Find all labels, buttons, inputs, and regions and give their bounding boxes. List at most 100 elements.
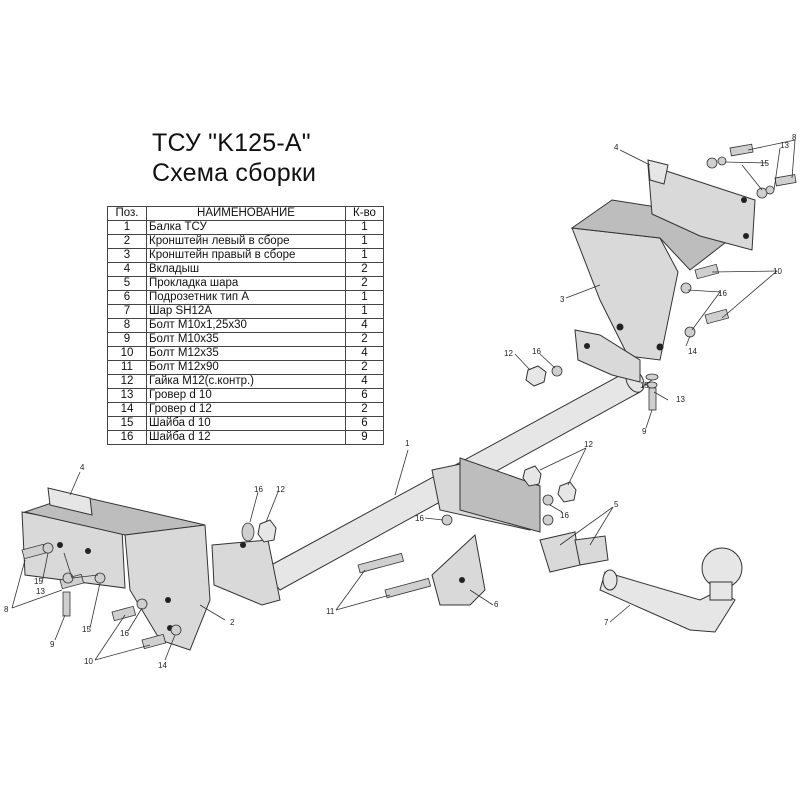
callout-label: 9 (50, 640, 55, 649)
leader-line (724, 161, 769, 164)
leader-line (94, 614, 126, 661)
bolt-icon (704, 308, 730, 325)
bolt-icon (141, 633, 167, 650)
bolt-icon (62, 591, 71, 617)
leader-line (619, 149, 651, 166)
callout-label: 15 (640, 381, 649, 390)
leader-line (424, 517, 444, 521)
title-line-1: ТСУ "K125-A" (152, 129, 311, 157)
washer-icon (62, 572, 74, 584)
part-name: Шайба d 12 (146, 430, 346, 445)
washer-icon (765, 185, 775, 195)
nut-icon (257, 519, 277, 543)
right-bracket-back-plate (647, 164, 756, 251)
callout-label: 2 (230, 618, 235, 627)
leader-line (609, 604, 631, 623)
leader-line (71, 574, 99, 579)
ball-arm (599, 571, 736, 633)
leader-line (11, 559, 26, 609)
leader-line (335, 594, 391, 611)
leader-line (539, 353, 556, 369)
leader-line (69, 471, 81, 496)
left-bracket-hole (165, 597, 171, 603)
leader-line (565, 284, 601, 299)
part-name: Прокладка шара (146, 276, 346, 291)
callout-label: 11 (326, 607, 335, 616)
right-bracket-hole (656, 343, 664, 351)
washer-icon (441, 514, 453, 526)
tow-ball-arm (599, 547, 743, 633)
callout-label: 1 (405, 439, 410, 448)
washer-icon (94, 572, 106, 584)
washer-icon (645, 373, 659, 381)
left-bracket-hole (57, 542, 63, 548)
left-bracket (21, 487, 211, 651)
leader-line (164, 634, 176, 661)
leader-line (41, 552, 49, 584)
drawing-title: ТСУ "K125-A" Схема сборки (152, 128, 316, 188)
callout-labels: 1 2 3 4 4 5 6 7 8 8 9 9 10 10 11 12 12 1… (4, 133, 797, 670)
leader-line (539, 447, 587, 471)
title-line-2: Схема сборки (152, 159, 317, 187)
leader-line (747, 139, 796, 151)
leader-line (687, 289, 721, 293)
beam-hole (240, 542, 246, 548)
callout-label: 7 (604, 618, 609, 627)
bolt-icon (774, 174, 797, 187)
leader-line (791, 139, 796, 179)
callout-label: 13 (676, 395, 685, 404)
bolt-icon (694, 263, 720, 280)
leader-line (721, 270, 778, 319)
right-fasteners (525, 143, 797, 411)
washer-icon (170, 624, 182, 636)
leader-line (199, 604, 226, 621)
parts-table-header: Поз. НАИМЕНОВАНИЕ К-во (107, 206, 384, 221)
callout-label: 12 (276, 485, 285, 494)
left-bracket-hole (85, 548, 91, 554)
long-bolt-icon (357, 552, 405, 574)
ball-arm-end (602, 569, 618, 591)
beam-right-plate (574, 329, 641, 383)
washer-icon (542, 494, 554, 506)
socket-plate (431, 534, 486, 606)
callout-label: 15 (82, 625, 91, 634)
leader-line (249, 491, 259, 523)
leader-line (645, 409, 653, 429)
callout-label: 16 (532, 347, 541, 356)
left-fasteners (21, 519, 277, 650)
leader-line (469, 589, 494, 606)
ball-spacer (574, 535, 609, 566)
callout-label: 13 (36, 587, 45, 596)
washer-icon (706, 157, 718, 169)
ball-spacer (539, 531, 581, 573)
part-quantity: 9 (345, 430, 384, 445)
part-name: Гровер d 12 (146, 402, 346, 417)
callout-label: 16 (254, 485, 263, 494)
part-name: Гровер d 10 (146, 388, 346, 403)
callout-label: 15 (34, 577, 43, 586)
bolt-icon (648, 387, 657, 411)
leader-line (653, 391, 669, 401)
callout-label: 8 (792, 133, 797, 142)
callout-label: 14 (688, 347, 697, 356)
leader-line (741, 164, 763, 191)
callout-label: 5 (614, 500, 619, 509)
leader-line (514, 353, 531, 371)
leader-line (691, 291, 721, 331)
beam-hole (584, 343, 590, 349)
leader-line (711, 270, 778, 273)
callout-label: 15 (760, 159, 769, 168)
leader-line (94, 644, 151, 661)
callout-label: 3 (560, 295, 565, 304)
washer-icon (551, 365, 563, 377)
washer-icon (241, 522, 255, 542)
nut-icon (557, 481, 577, 503)
